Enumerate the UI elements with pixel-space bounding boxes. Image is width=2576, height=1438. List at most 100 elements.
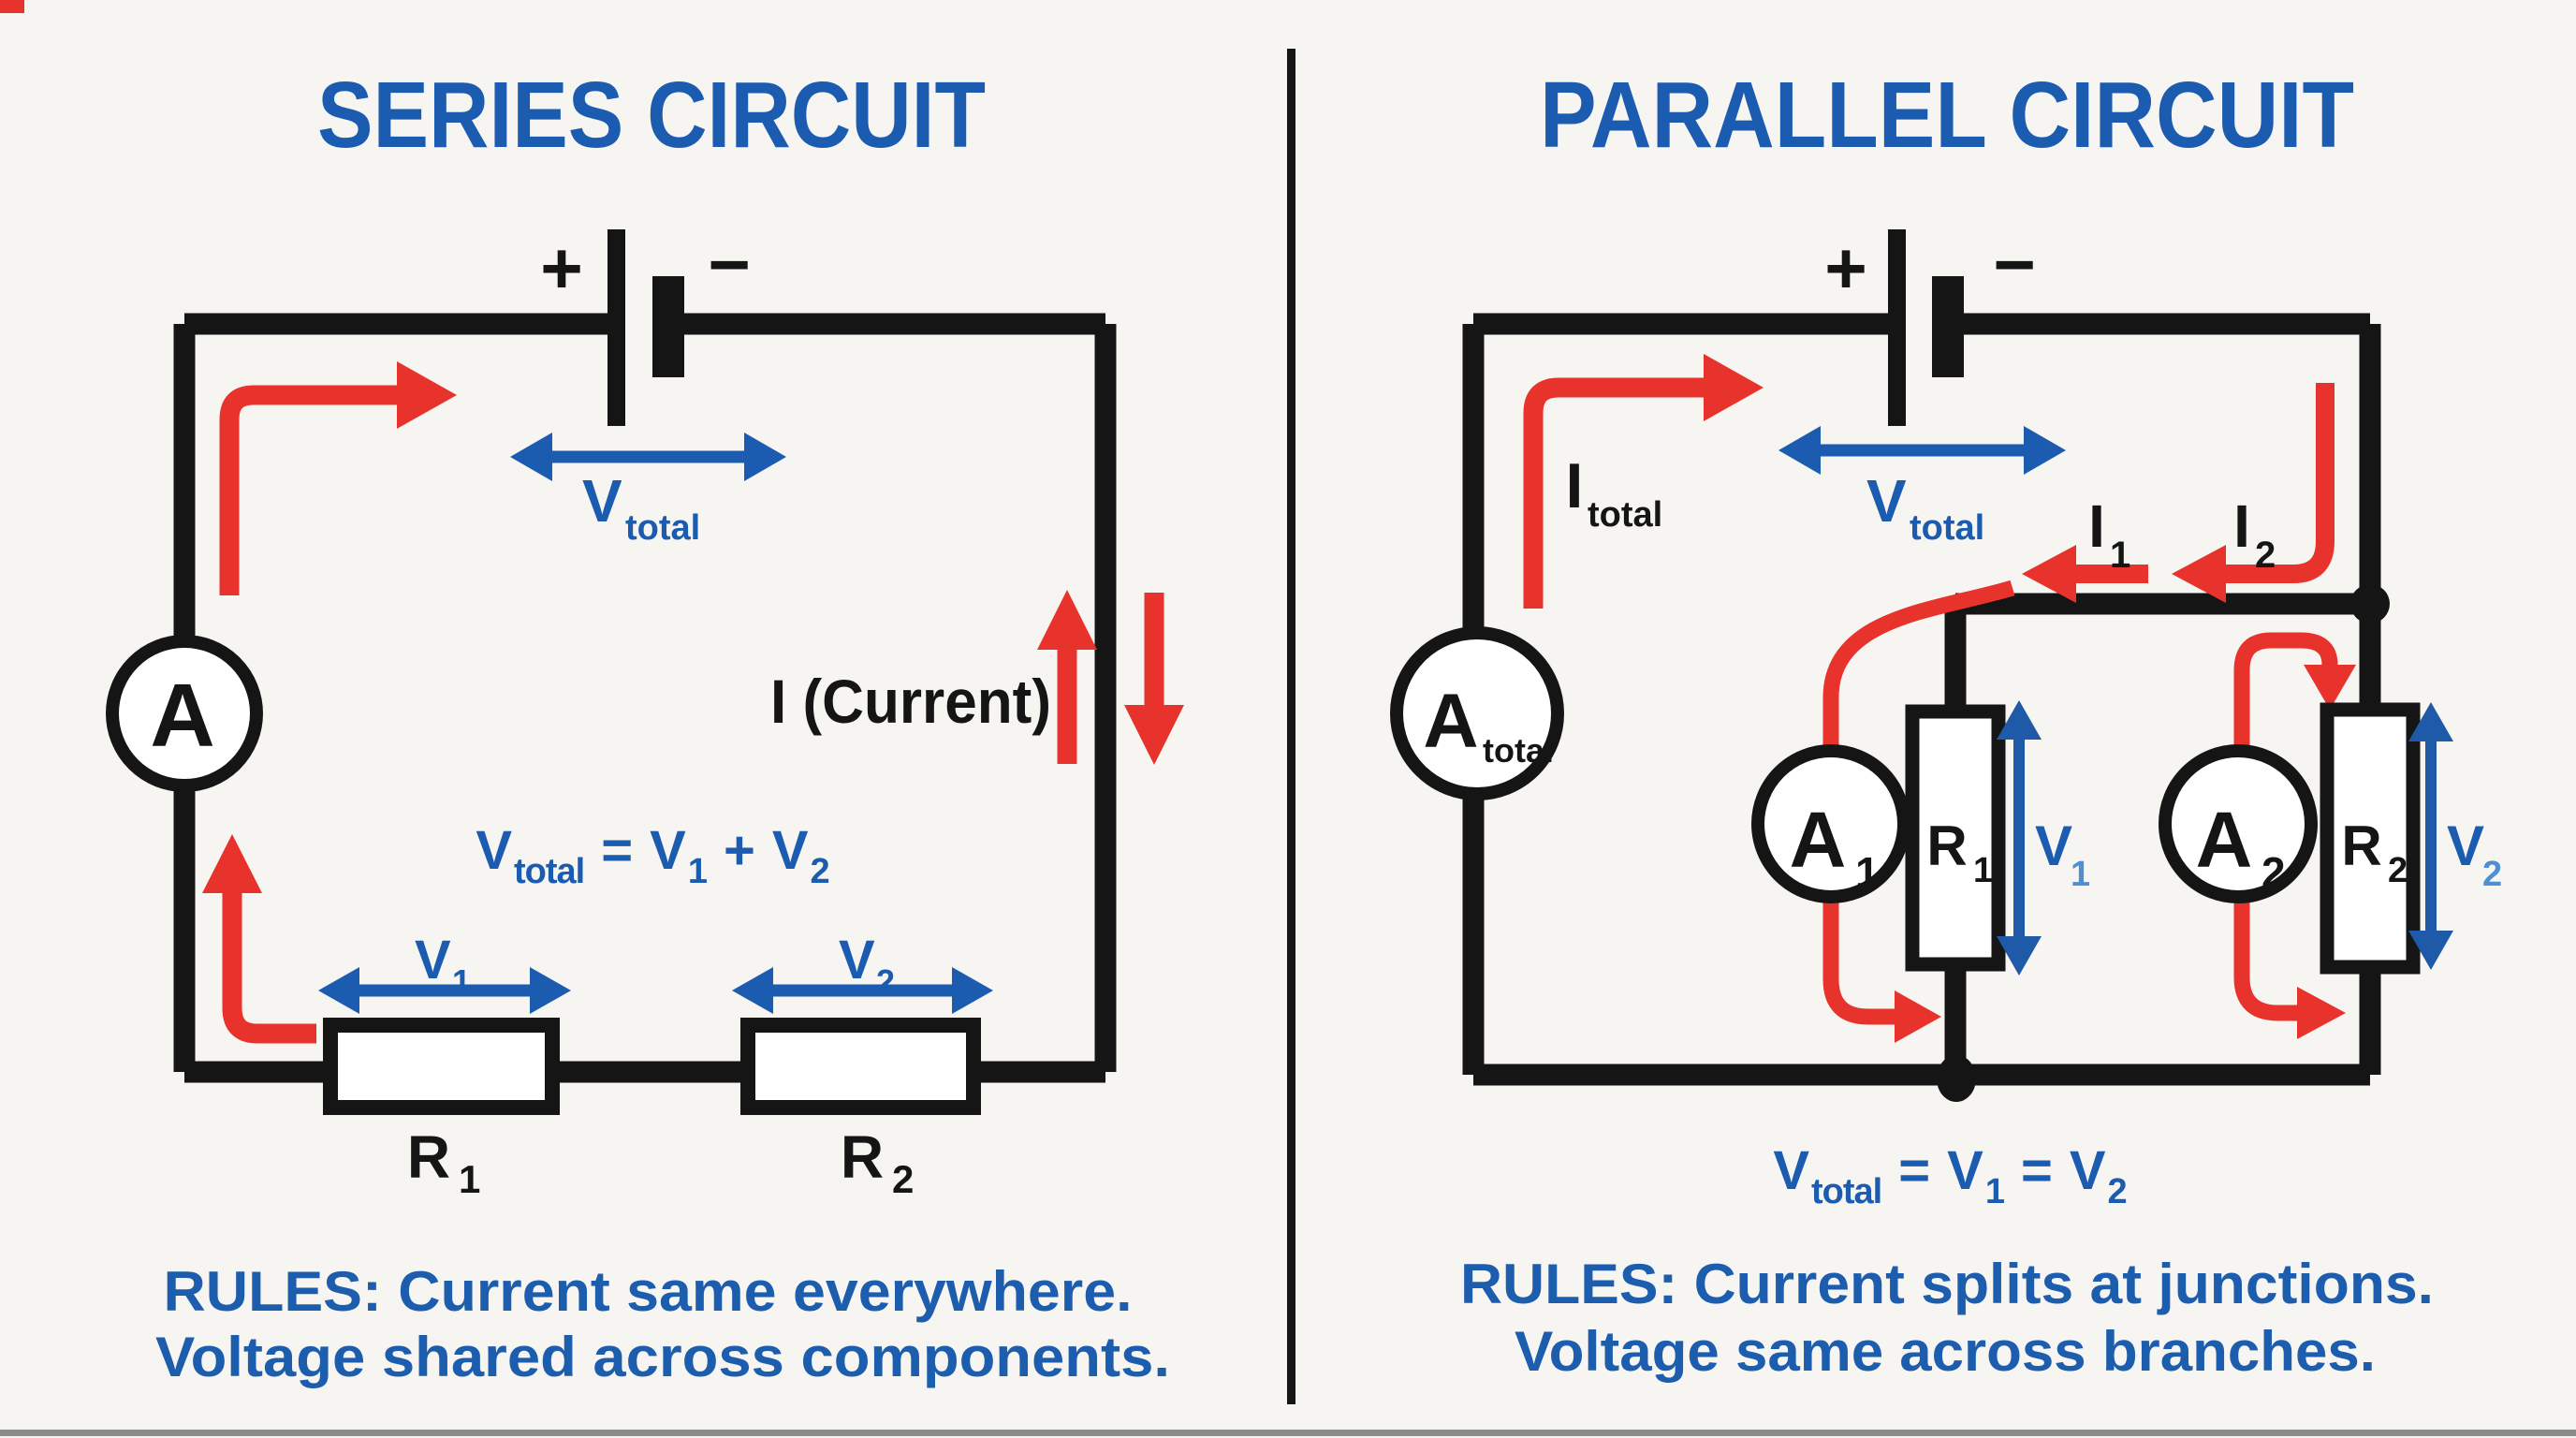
series-eq-v2-sub: 2 — [810, 852, 830, 891]
parallel-rules-line2: Voltage same across branches. — [1515, 1320, 2376, 1383]
series-v2-arrowhead-right-icon — [952, 967, 993, 1014]
parallel-voltage-markers: V total V 1 V 2 — [1778, 426, 2502, 976]
parallel-ammeter-2-label-sub: 2 — [2261, 848, 2286, 897]
parallel-ammeter-1: A 1 — [1751, 744, 1910, 903]
parallel-branch1-entry-path — [1822, 580, 2015, 751]
series-resistors: R 1 R 2 — [323, 1018, 981, 1201]
parallel-eq-v1-sub: 1 — [1984, 1172, 2005, 1211]
parallel-ammeter-total: A total — [1390, 626, 1564, 800]
parallel-eq-equals-2: = — [2020, 1140, 2053, 1201]
parallel-ammeter-1-label-sub: 1 — [1855, 848, 1880, 897]
parallel-branch1-exit-path — [1822, 897, 1896, 1025]
parallel-battery: + − — [1824, 223, 2036, 426]
series-rules-line1: RULES: Current same everywhere. — [164, 1260, 1133, 1323]
parallel-branch1-exit-arrowhead-icon — [1895, 990, 1941, 1043]
parallel-ammeter-2: A 2 — [2159, 744, 2318, 903]
series-v2-label: V — [839, 930, 875, 990]
series-current-arrowheads — [202, 361, 1184, 893]
series-v1-label-sub: 1 — [452, 962, 471, 1001]
parallel-i1-label-sub: 1 — [2110, 535, 2130, 576]
parallel-vtotal-arrowhead-right-icon — [2024, 426, 2066, 475]
parallel-itotal-arrowhead-icon — [1704, 354, 1764, 421]
parallel-branch2-entry-arrowhead-icon — [2304, 665, 2356, 710]
series-voltage-equation: Vtotal=V1+V2 — [476, 824, 830, 891]
parallel-voltage-equation: Vtotal=V1=V2 — [1773, 1144, 2128, 1211]
series-wires — [173, 313, 1117, 1083]
parallel-eq-v2-sub: 2 — [2107, 1172, 2128, 1211]
series-eq-plus: + — [723, 820, 755, 881]
parallel-junction-dot-top — [2350, 584, 2390, 624]
series-vtotal-arrowhead-right-icon — [744, 433, 786, 481]
parallel-v2-arrowhead-down-icon — [2408, 931, 2453, 970]
series-ammeter-circle — [106, 635, 263, 792]
series-v1-label: V — [415, 930, 451, 990]
series-battery-long-plate — [607, 229, 625, 426]
series-r2-label-sub: 2 — [892, 1157, 914, 1201]
series-vtotal-arrowhead-left-icon — [510, 433, 552, 481]
parallel-eq-equals-1: = — [1898, 1140, 1931, 1201]
parallel-junction-dot-bottom — [1937, 1055, 1976, 1102]
parallel-r1-label-sub: 1 — [1973, 851, 1993, 890]
series-ammeter-label: A — [150, 666, 214, 766]
bottom-edge-line — [0, 1430, 2576, 1436]
parallel-current-arrowheads — [1704, 354, 2356, 1043]
parallel-v2-label-sub: 2 — [2482, 855, 2502, 894]
series-vtotal-label: V — [582, 467, 622, 535]
parallel-branch2-exit-path — [2233, 897, 2299, 1021]
parallel-ammeter-2-label: A — [2196, 796, 2253, 884]
parallel-r2-label: R — [2341, 814, 2381, 877]
parallel-i2-path — [2224, 383, 2334, 583]
panel-divider-line — [1287, 49, 1295, 1404]
series-current-paths — [219, 385, 1164, 1044]
parallel-r2-label-sub: 2 — [2388, 851, 2408, 890]
parallel-ammeter-2-circle — [2159, 744, 2318, 903]
parallel-battery-short-plate — [1932, 276, 1964, 377]
parallel-vtotal-arrowhead-left-icon — [1778, 426, 1821, 475]
parallel-eq-v2: V — [2069, 1140, 2106, 1201]
series-eq-total-sub: total — [514, 852, 585, 891]
series-eq-v1: V — [650, 820, 686, 881]
series-v2-label-sub: 2 — [876, 962, 895, 1001]
series-battery: + − — [540, 223, 751, 426]
parallel-v1-label-sub: 1 — [2071, 855, 2090, 894]
parallel-battery-long-plate — [1888, 229, 1906, 426]
series-current-text-label: I (Current) — [770, 667, 1051, 736]
parallel-i2-label: I — [2233, 492, 2250, 560]
parallel-vtotal-label-sub: total — [1910, 508, 1984, 548]
parallel-current-labels: I total I 1 I 2 — [1566, 450, 2276, 576]
series-arrowhead-up-left-icon — [202, 834, 262, 893]
parallel-battery-minus-sign: − — [1993, 223, 2036, 305]
parallel-ammeter-total-circle — [1390, 626, 1564, 800]
parallel-v2-label: V — [2447, 814, 2484, 877]
parallel-current-paths — [1523, 377, 2338, 1025]
parallel-v1-label: V — [2035, 814, 2072, 877]
parallel-title: PARALLEL CIRCUIT — [1540, 63, 2354, 168]
parallel-ammeter-1-circle — [1751, 744, 1910, 903]
parallel-battery-plus-sign: + — [1824, 227, 1867, 309]
parallel-i1-label: I — [2088, 492, 2105, 560]
parallel-eq-v1: V — [1947, 1140, 1983, 1201]
parallel-resistor-r1 — [1905, 704, 2006, 972]
parallel-branch2-entry-path — [2233, 632, 2338, 751]
series-eq-v1-sub: 1 — [687, 852, 708, 891]
series-r2-label: R — [841, 1123, 884, 1191]
series-battery-plus-sign: + — [540, 227, 583, 309]
series-resistor-r1 — [323, 1018, 560, 1115]
parallel-panel: PARALLEL CIRCUIT + − — [1390, 63, 2502, 1383]
parallel-itotal-label-sub: total — [1588, 495, 1662, 535]
parallel-i1-arrowhead-icon — [2022, 545, 2076, 603]
parallel-v2-arrowhead-up-icon — [2408, 702, 2453, 741]
series-arrowhead-right-icon — [397, 361, 457, 429]
parallel-v1-arrowhead-up-icon — [1997, 700, 2042, 740]
scan-corner-mark — [0, 0, 24, 13]
series-arrowhead-up-right-icon — [1037, 590, 1097, 650]
series-arrowhead-down-right-icon — [1124, 705, 1184, 765]
parallel-resistor-r2 — [2320, 702, 2421, 975]
series-r1-label-sub: 1 — [459, 1157, 480, 1201]
series-current-path-top — [219, 385, 399, 595]
parallel-branch2-exit-arrowhead-icon — [2297, 987, 2346, 1039]
series-eq-v2: V — [771, 820, 809, 881]
series-ammeter: A — [106, 635, 263, 792]
